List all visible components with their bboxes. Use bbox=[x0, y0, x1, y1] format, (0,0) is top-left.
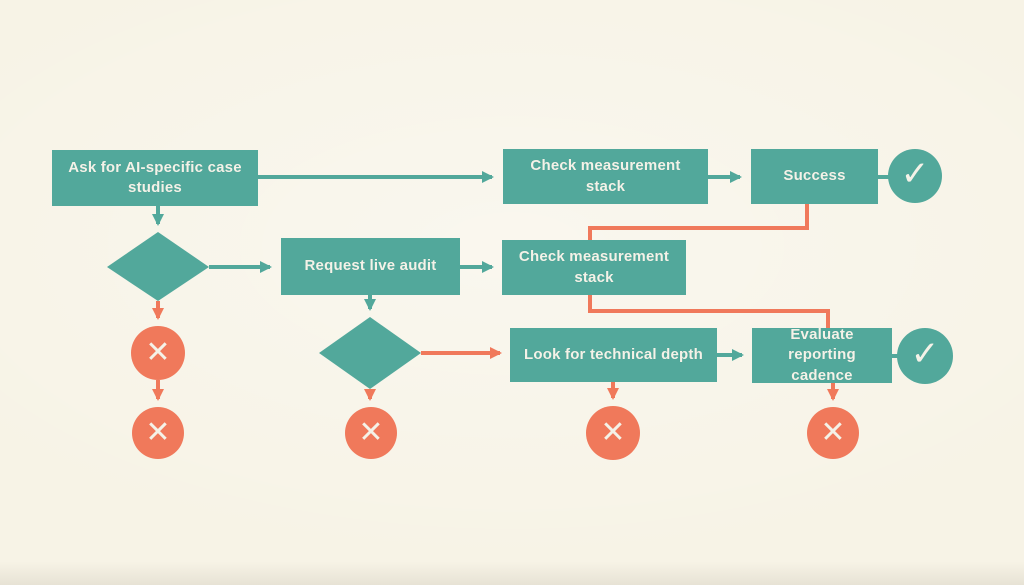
fail-x-circle-3: ✕ bbox=[345, 407, 397, 459]
fail-x-circle-1: ✕ bbox=[131, 326, 185, 380]
x-icon: ✕ bbox=[145, 335, 171, 370]
node-ask-case-studies: Ask for AI-specific case studies bbox=[52, 150, 258, 206]
fail-x-circle-5: ✕ bbox=[807, 407, 859, 459]
node-check-measurement-stack-2: Check measurement stack bbox=[502, 240, 686, 295]
x-icon: ✕ bbox=[358, 415, 384, 450]
elbow-check2-to-cadence bbox=[588, 295, 830, 329]
x-icon: ✕ bbox=[600, 415, 626, 450]
fail-x-circle-2: ✕ bbox=[132, 407, 184, 459]
node-evaluate-reporting-cadence: Evaluate reporting cadence bbox=[752, 326, 892, 384]
decision-diamond-2 bbox=[319, 317, 421, 389]
success-check-circle-1: ✓ bbox=[888, 149, 942, 203]
node-request-live-audit: Request live audit bbox=[281, 238, 460, 295]
node-check-measurement-stack-1: Check measurement stack bbox=[503, 149, 708, 204]
decision-diamond-1 bbox=[107, 232, 209, 301]
node-look-technical-depth: Look for technical depth bbox=[510, 328, 717, 382]
elbow-success-to-check2 bbox=[588, 204, 809, 241]
fail-x-circle-4: ✕ bbox=[586, 406, 640, 460]
check-icon: ✓ bbox=[900, 154, 930, 194]
x-icon: ✕ bbox=[145, 415, 171, 450]
node-success: Success bbox=[751, 149, 878, 204]
check-icon: ✓ bbox=[910, 334, 940, 374]
x-icon: ✕ bbox=[820, 415, 846, 450]
success-check-circle-2: ✓ bbox=[897, 328, 953, 384]
